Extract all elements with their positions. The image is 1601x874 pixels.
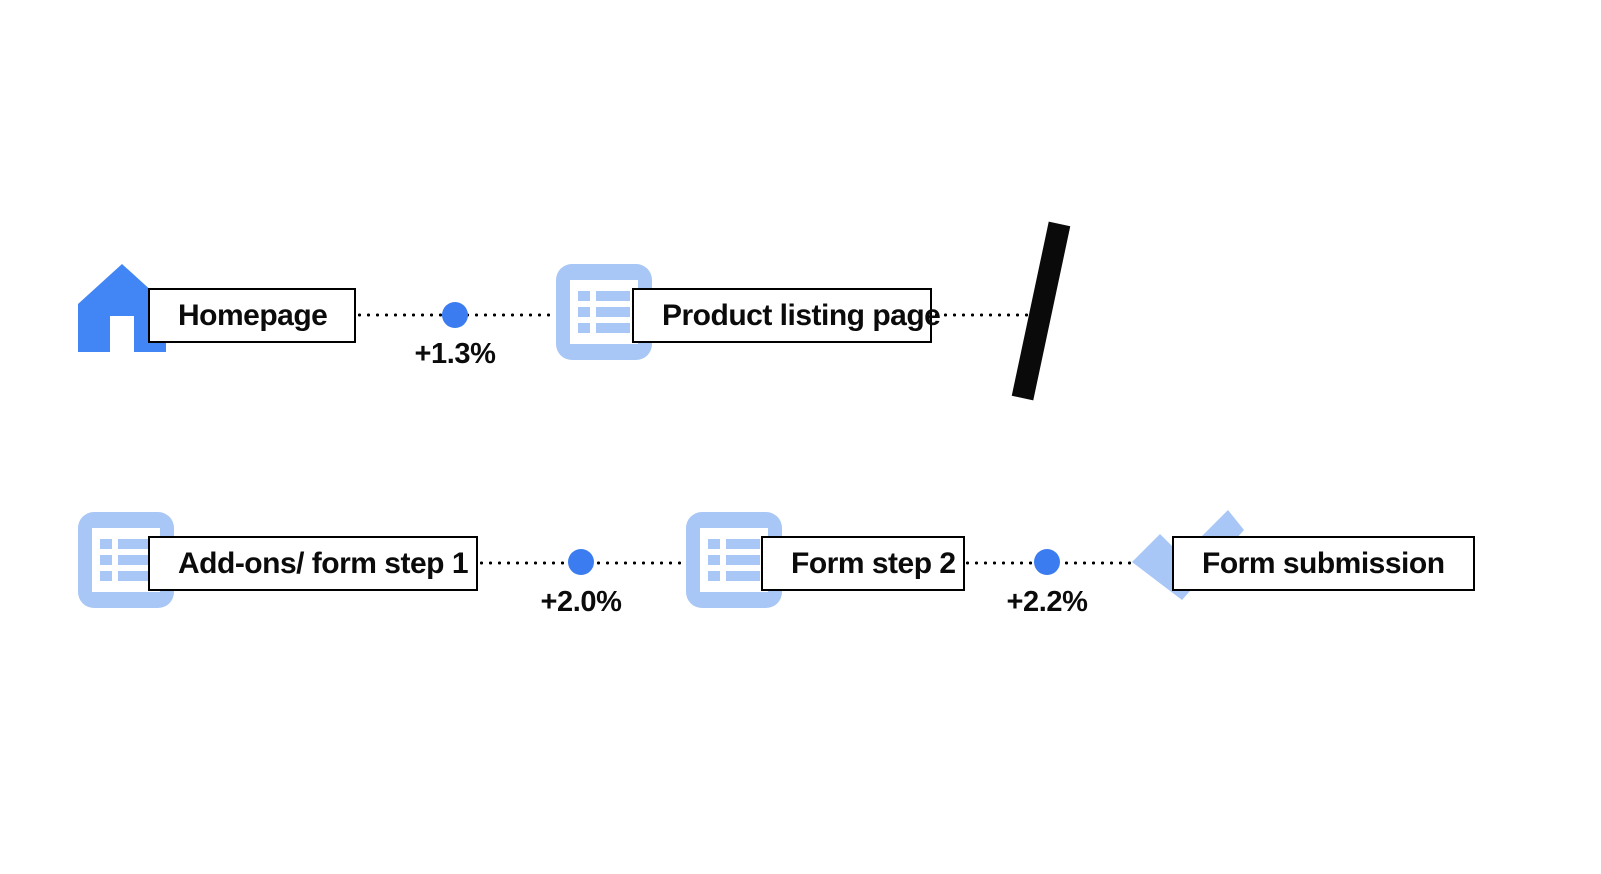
step-box-form-submission[interactable]: Form submission — [1172, 536, 1475, 591]
metric-label-step1-to-step2: +2.0% — [540, 586, 622, 618]
step-box-product-listing-page[interactable]: Product listing page — [632, 288, 941, 343]
metric-dot-step2-to-submission — [1034, 549, 1060, 575]
metric-dot-step1-to-step2 — [568, 549, 594, 575]
connector-step2-to-submission — [963, 561, 1173, 565]
step-label-product-listing-page: Product listing page — [662, 298, 941, 332]
metric-label-step2-to-submission: +2.2% — [1006, 586, 1088, 618]
step-label-add-ons-form-step-1: Add-ons/ form step 1 — [178, 546, 469, 580]
step-box-homepage[interactable]: Homepage — [148, 288, 356, 343]
metric-label-homepage-to-plp: +1.3% — [414, 338, 496, 370]
step-box-add-ons-form-step-1[interactable]: Add-ons/ form step 1 — [148, 536, 478, 591]
diagonal-break-bar-icon — [1011, 221, 1071, 401]
connector-plp-to-break — [932, 313, 1052, 317]
step-box-form-step-2[interactable]: Form step 2 — [761, 536, 965, 591]
metric-dot-homepage-to-plp — [442, 302, 468, 328]
list-icon-product-listing-page — [556, 264, 652, 360]
step-label-homepage: Homepage — [178, 298, 328, 332]
step-label-form-step-2: Form step 2 — [791, 546, 956, 580]
home-icon — [76, 260, 168, 352]
list-icon-form-step-2 — [686, 512, 782, 608]
step-label-form-submission: Form submission — [1202, 546, 1445, 580]
